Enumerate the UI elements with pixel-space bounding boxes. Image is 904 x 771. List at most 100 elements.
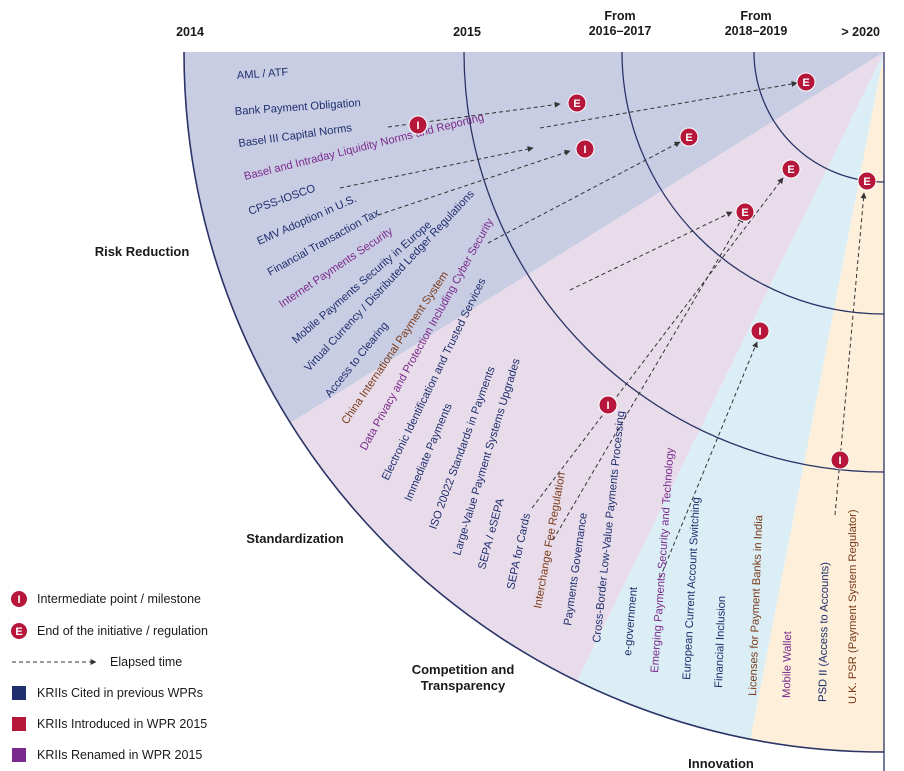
year-line: From (740, 9, 771, 23)
year-y2015: 2015 (453, 25, 481, 39)
marker-circle (735, 202, 755, 222)
marker-letter: E (741, 207, 748, 219)
category-line: Competition and (412, 662, 515, 677)
milestone-marker-icon (11, 591, 27, 607)
category-innov: Innovation (688, 756, 754, 771)
legend-label: KRIIs Introduced in WPR 2015 (37, 717, 207, 731)
year-line: From (604, 9, 635, 23)
milestone-marker: I (750, 321, 770, 341)
arrow-egov (659, 341, 758, 579)
arrow-emv (377, 149, 571, 216)
legend-item-l3: Elapsed time (12, 655, 182, 669)
timeline-ring-1 (753, 51, 885, 183)
year-line: 2015 (453, 25, 481, 39)
initiative-psr: U.K. PSR (Payment System Regulator) (847, 509, 859, 704)
legend-item-l1: I Intermediate point / milestone (11, 591, 201, 607)
legend-swatch-cited (12, 686, 26, 700)
milestone-markers: I E E I E E E E I I I (408, 72, 877, 470)
marker-circle (598, 395, 618, 415)
arrow-psd (834, 192, 867, 516)
marker-circle (575, 139, 595, 159)
marker-letter: E (802, 77, 809, 89)
legend-label: End of the initiative / regulation (37, 624, 208, 638)
initiative-fin: Financial Inclusion (713, 596, 728, 688)
arrow-liq (539, 80, 798, 129)
marker-letter: E (787, 164, 794, 176)
timeline-ring-3 (463, 51, 885, 473)
competition-sector (577, 52, 884, 740)
category-labels: Risk ReductionStandardizationCompetition… (95, 244, 754, 771)
year-y2014: 2014 (176, 25, 204, 39)
marker-letter: E (685, 132, 692, 144)
legend-item-l5: KRIIs Introduced in WPR 2015 (12, 717, 207, 731)
initiative-psd: PSD II (Access to Accounts) (817, 562, 831, 702)
end-marker-icon (11, 623, 27, 639)
category-line: Transparency (421, 678, 506, 693)
legend-label: KRIIs Renamed in WPR 2015 (37, 748, 202, 762)
marker-circle (679, 127, 699, 147)
marker-circle (781, 159, 801, 179)
marker-letter: I (416, 120, 419, 132)
legend-item-l4: KRIIs Cited in previous WPRs (12, 686, 203, 700)
legend-label: Intermediate point / milestone (37, 592, 201, 606)
end-marker: E (735, 202, 755, 222)
marker-letter: I (583, 144, 586, 156)
year-line: 2018–2019 (725, 24, 788, 38)
legend-item-l6: KRIIs Renamed in WPR 2015 (12, 748, 202, 762)
end-marker: E (567, 93, 587, 113)
year-line: 2016–2017 (589, 24, 652, 38)
milestone-marker: I (598, 395, 618, 415)
marker-letter: I (838, 455, 841, 467)
initiative-aml: AML / ATF (236, 66, 288, 82)
legend-marker-letter: E (15, 626, 22, 638)
marker-circle (567, 93, 587, 113)
timeline-ring-2 (621, 51, 885, 315)
category-line: Standardization (246, 531, 344, 546)
category-sectors (184, 52, 884, 752)
legend-swatch-renamed (12, 748, 26, 762)
marker-circle (857, 171, 877, 191)
legend-item-l2: E End of the initiative / regulation (11, 623, 208, 639)
marker-circle (750, 321, 770, 341)
year-line: > 2020 (841, 25, 880, 39)
marker-letter: E (863, 176, 870, 188)
risk-reduction-sector (184, 52, 884, 423)
year-y2020: > 2020 (841, 25, 880, 39)
arrow-vc (569, 211, 733, 291)
milestone-marker: I (830, 450, 850, 470)
standardization-sector (290, 52, 884, 682)
innovation-sector (750, 52, 884, 752)
category-line: Innovation (688, 756, 754, 771)
end-marker: E (796, 72, 816, 92)
arrow-cpss (339, 146, 534, 189)
legend-swatch-introduced (12, 717, 26, 731)
end-marker: E (781, 159, 801, 179)
marker-letter: I (606, 400, 609, 412)
arrow-mps (487, 141, 681, 244)
marker-circle (796, 72, 816, 92)
marker-circle (408, 115, 428, 135)
legend-marker-letter: I (17, 594, 20, 606)
timeline-rings (183, 51, 885, 771)
initiative-mw: Mobile Wallet (781, 630, 794, 698)
timeline-ring-4 (183, 51, 885, 753)
year-line: 2014 (176, 25, 204, 39)
milestone-marker: I (575, 139, 595, 159)
marker-letter: E (573, 98, 580, 110)
marker-circle (830, 450, 850, 470)
legend-label: Elapsed time (110, 655, 182, 669)
legend-label: KRIIs Cited in previous WPRs (37, 686, 203, 700)
end-marker: E (857, 171, 877, 191)
milestone-marker: I (408, 115, 428, 135)
marker-letter: I (758, 326, 761, 338)
category-std: Standardization (246, 531, 344, 546)
category-risk: Risk Reduction (95, 244, 190, 259)
end-marker: E (679, 127, 699, 147)
arrow-sepa (531, 177, 784, 509)
